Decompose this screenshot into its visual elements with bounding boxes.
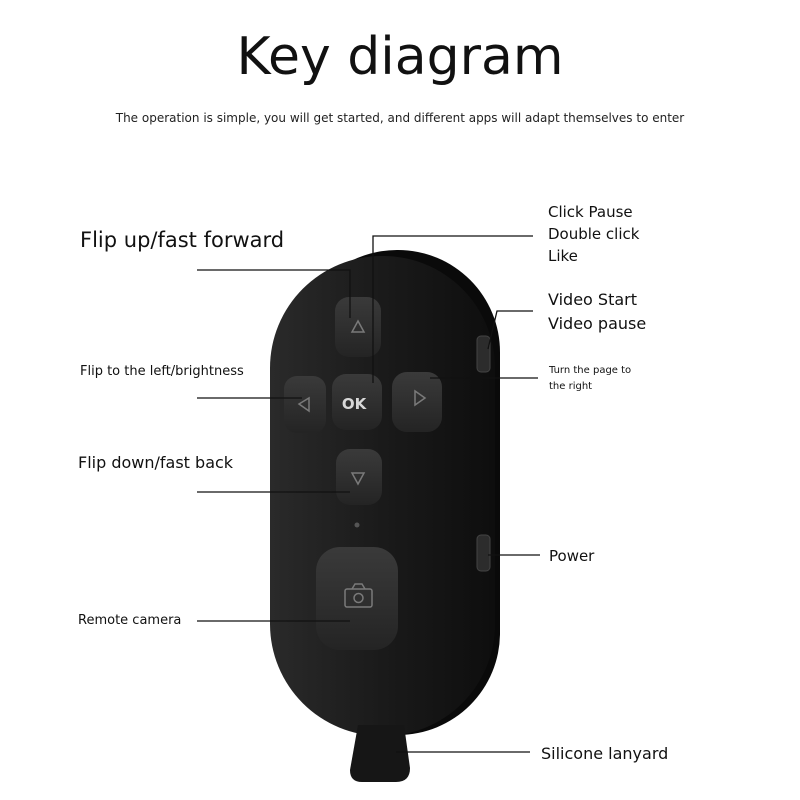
label-ok-line1: Click Pause: [548, 203, 633, 221]
label-ok-line3: Like: [548, 247, 578, 265]
left-arrow-icon: [297, 396, 310, 413]
label-ok-line2: Double click: [548, 225, 640, 243]
label-flip-left: Flip to the left/brightness: [80, 364, 244, 379]
indicator-light: [354, 522, 360, 528]
silicone-lanyard: [350, 725, 410, 782]
right-arrow-icon: [414, 389, 427, 407]
label-lanyard: Silicone lanyard: [541, 744, 669, 763]
page-subtitle: The operation is simple, you will get st…: [115, 111, 685, 125]
up-button[interactable]: [335, 297, 381, 357]
label-video-line2: Video pause: [548, 314, 647, 333]
line-flip-up: [197, 269, 351, 318]
right-button[interactable]: [392, 372, 442, 432]
up-arrow-icon: [350, 319, 366, 333]
remote-body: [270, 256, 495, 736]
label-flip-down: Flip down/fast back: [78, 453, 234, 472]
line-video: [487, 310, 533, 350]
ok-button-label: OK: [342, 395, 368, 413]
camera-icon: [344, 583, 373, 608]
down-arrow-icon: [350, 472, 366, 486]
label-right-line2: the right: [549, 381, 593, 392]
left-button[interactable]: [284, 376, 326, 433]
label-remote-camera: Remote camera: [78, 613, 182, 628]
label-power: Power: [549, 547, 595, 565]
line-ok: [372, 235, 533, 383]
label-right-line1: Turn the page to: [549, 365, 632, 376]
page-title: Key diagram: [236, 27, 564, 87]
label-video-line1: Video Start: [548, 290, 637, 309]
video-side-button[interactable]: [476, 335, 491, 373]
callout-lines: [197, 235, 540, 753]
ok-button[interactable]: [332, 374, 382, 430]
power-switch[interactable]: [476, 534, 491, 572]
down-button[interactable]: [336, 449, 382, 505]
label-flip-up: Flip up/fast forward: [80, 228, 285, 252]
camera-button[interactable]: [316, 547, 398, 650]
